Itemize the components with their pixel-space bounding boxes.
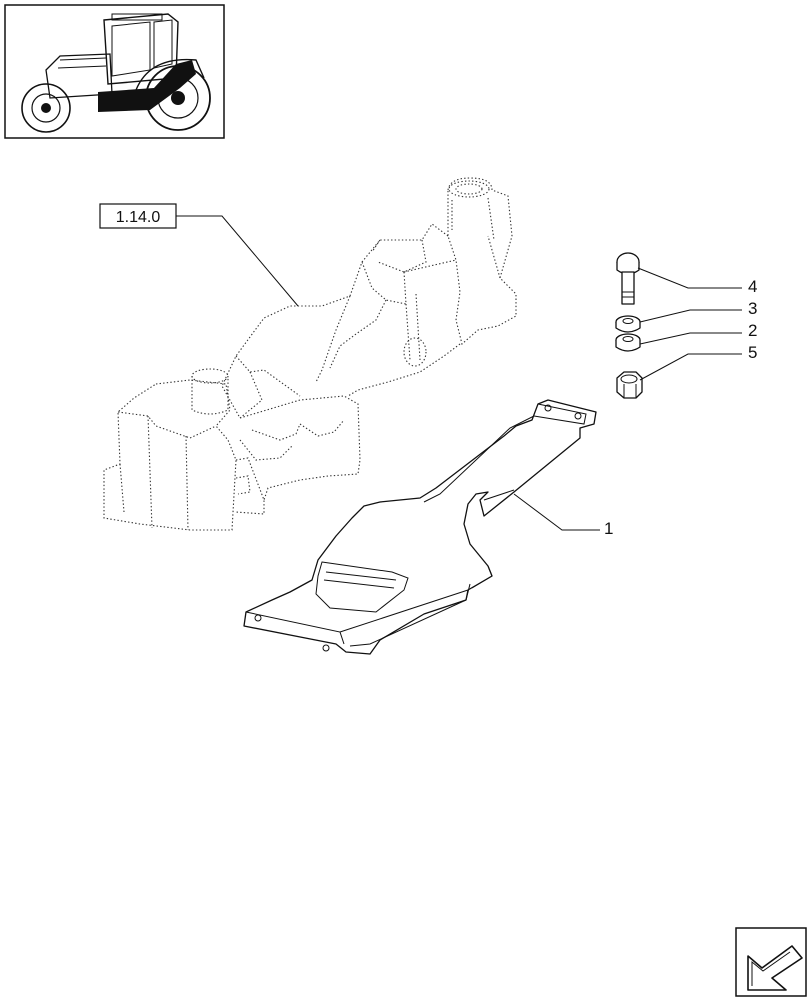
callout-5: 5 xyxy=(748,343,757,362)
nut-part-5[interactable] xyxy=(616,371,643,399)
reference-label: 1.14.0 xyxy=(116,209,161,226)
callout-1: 1 xyxy=(604,519,613,538)
next-page-arrow-icon[interactable] xyxy=(735,927,807,997)
guard-plate-part-1[interactable] xyxy=(243,399,597,655)
tractor-thumbnail[interactable] xyxy=(4,4,225,139)
callout-4: 4 xyxy=(748,277,757,296)
washer-part-3[interactable] xyxy=(615,315,641,333)
fuel-tank-reference-outline xyxy=(103,177,517,531)
leader-lines xyxy=(176,215,742,531)
callout-2: 2 xyxy=(748,321,757,340)
callout-3: 3 xyxy=(748,299,757,318)
bolt-part-4[interactable] xyxy=(616,252,640,305)
reference-box[interactable]: 1.14.0 xyxy=(99,203,177,229)
washer-part-2[interactable] xyxy=(615,333,641,352)
